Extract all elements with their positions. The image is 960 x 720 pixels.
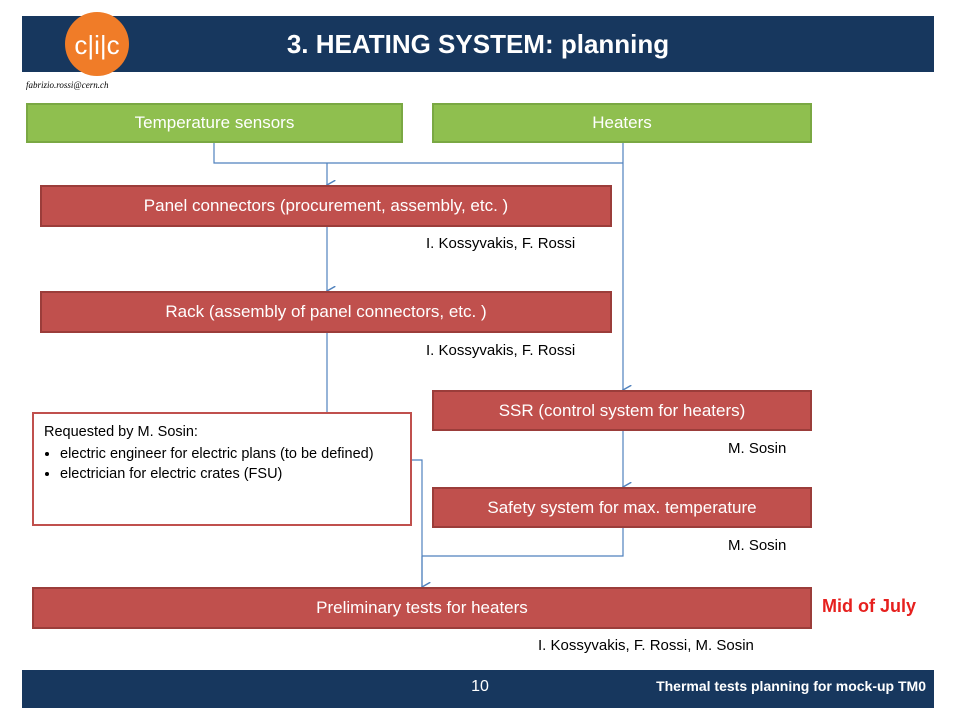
note-title: Requested by M. Sosin:	[44, 424, 198, 440]
temperature-sensors-box: Temperature sensors	[26, 103, 403, 143]
ssr-responsible: M. Sosin	[728, 440, 787, 457]
connector-sensors-join	[213, 143, 623, 164]
svg-text:c|i|c: c|i|c	[74, 30, 119, 60]
safety-system-responsible: M. Sosin	[728, 537, 787, 554]
rack-responsible: I. Kossyvakis, F. Rossi	[426, 342, 576, 359]
panel-connectors-responsible: I. Kossyvakis, F. Rossi	[426, 235, 576, 252]
connector-note-side	[412, 459, 423, 586]
ssr-box: SSR (control system for heaters)	[432, 390, 812, 431]
footer-bar	[22, 670, 934, 708]
clic-logo: c|i|c	[65, 12, 129, 76]
footer-title: Thermal tests planning for mock-up TM0	[656, 678, 926, 694]
preliminary-tests-responsible: I. Kossyvakis, F. Rossi, M. Sosin	[538, 637, 754, 654]
note-list: electric engineer for electric plans (to…	[44, 444, 400, 484]
author-email: fabrizio.rossi@cern.ch	[26, 80, 109, 90]
requests-note: Requested by M. Sosin: electric engineer…	[32, 412, 412, 526]
rack-box: Rack (assembly of panel connectors, etc.…	[40, 291, 612, 333]
page-number: 10	[471, 678, 489, 695]
note-item: electric engineer for electric plans (to…	[60, 444, 400, 464]
connector-safety-join	[422, 528, 624, 557]
header-bar	[22, 16, 934, 72]
panel-connectors-box: Panel connectors (procurement, assembly,…	[40, 185, 612, 227]
milestone-label: Mid of July	[822, 596, 916, 616]
safety-system-box: Safety system for max. temperature	[432, 487, 812, 528]
heaters-box: Heaters	[432, 103, 812, 143]
preliminary-tests-box: Preliminary tests for heaters	[32, 587, 812, 629]
slide-title: 3. HEATING SYSTEM: planning	[286, 29, 670, 59]
note-item: electrician for electric crates (FSU)	[60, 464, 400, 484]
